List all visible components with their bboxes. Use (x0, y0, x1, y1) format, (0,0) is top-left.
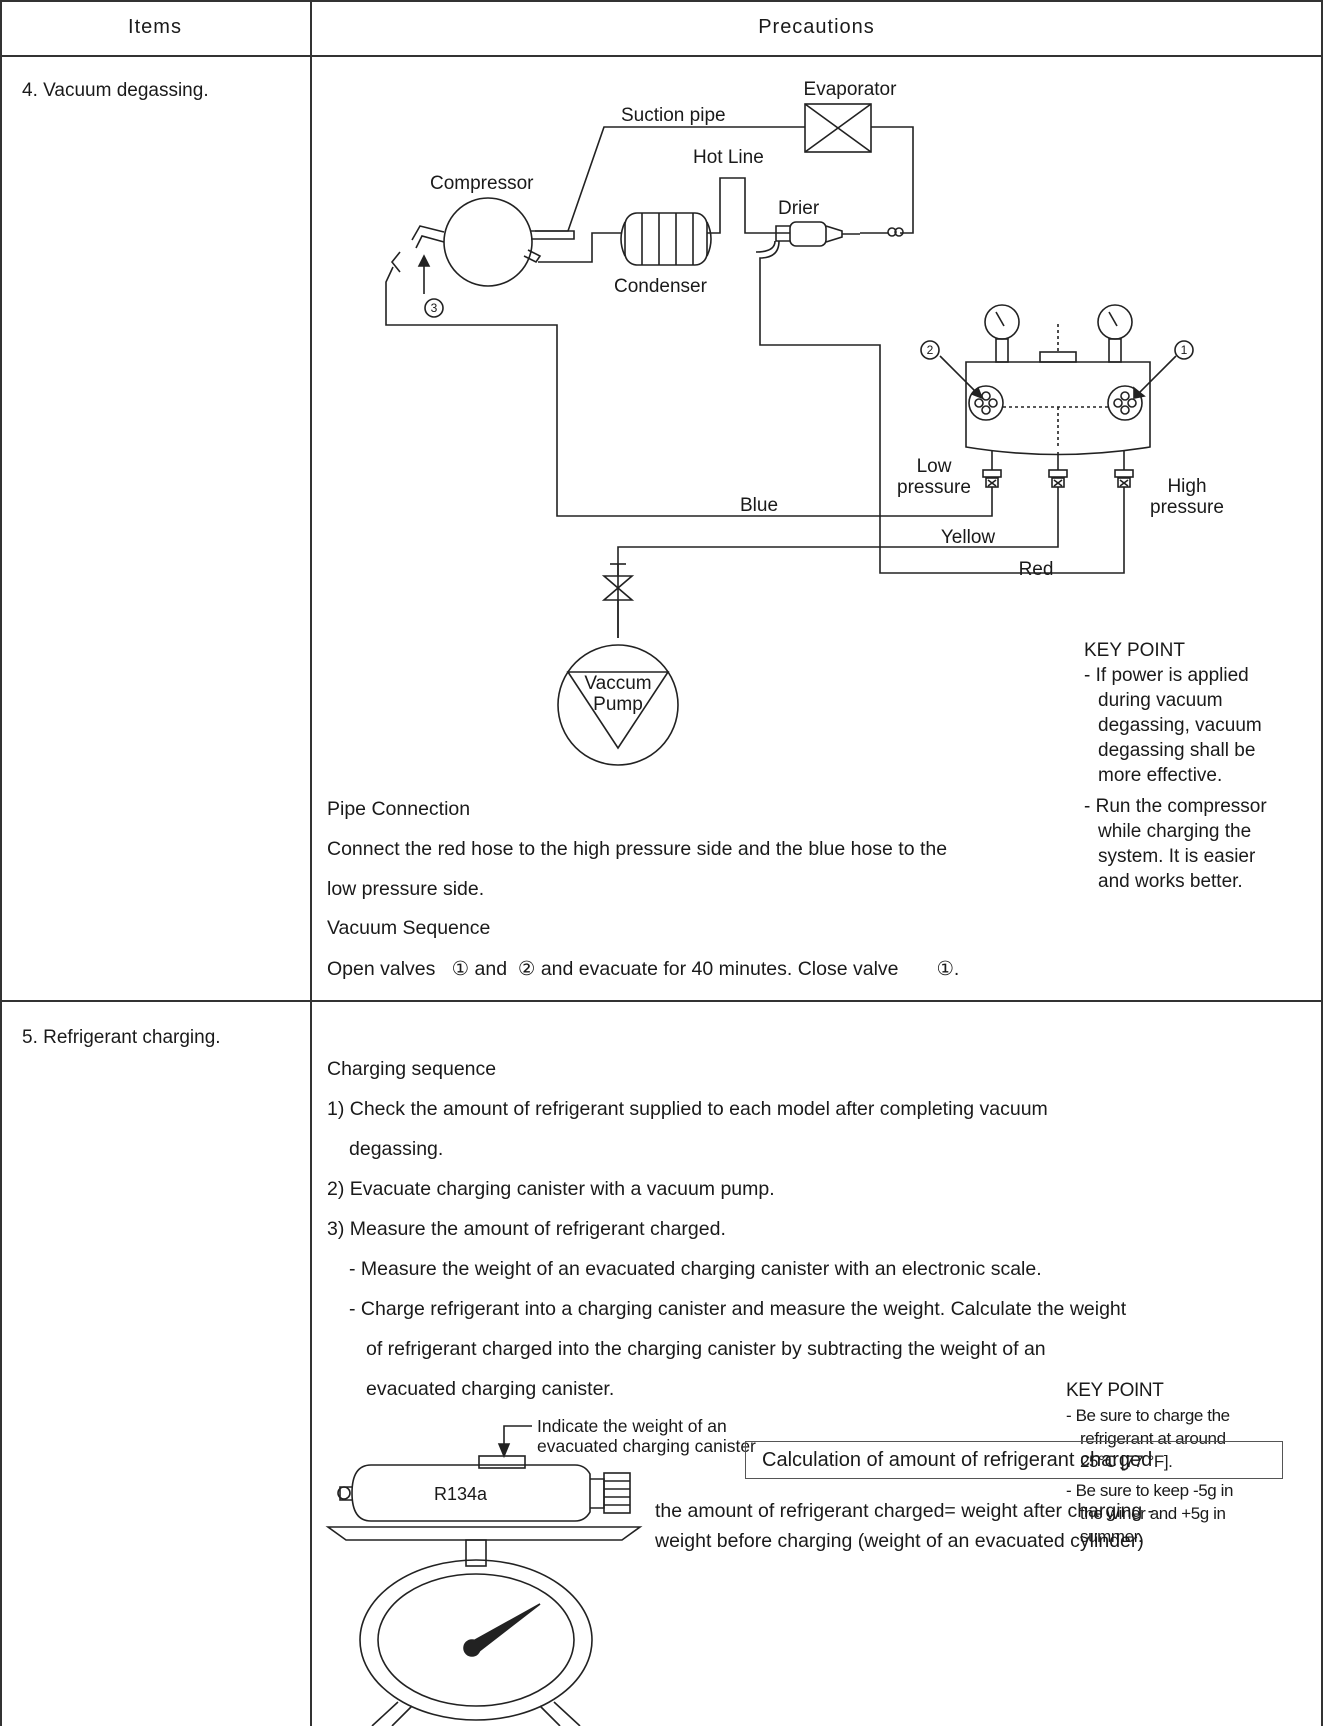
key-point-title: KEY POINT (1066, 1380, 1164, 1401)
vacuum-sequence-text: Open valves ① and ② and evacuate for 40 … (327, 958, 960, 980)
charging-step: evacuated charging canister. (366, 1378, 615, 1400)
vacuum-pump-label-2: Pump (593, 694, 643, 715)
key-point-line: the winer and +5g in (1080, 1504, 1226, 1523)
manifold-gauge-symbol (920, 304, 1194, 488)
condenser-label: Condenser (614, 276, 708, 297)
table-row-divider (0, 1000, 1323, 1002)
key-point-title: KEY POINT (1084, 640, 1186, 661)
charging-step: 1) Check the amount of refrigerant suppl… (327, 1098, 1048, 1120)
red-hose-label: Red (1019, 559, 1054, 580)
key-point-line: while charging the (1098, 821, 1252, 842)
key-point-line: - Be sure to keep -5g in (1066, 1481, 1234, 1500)
header-precautions: Precautions (758, 16, 875, 38)
table-border-right (1321, 0, 1323, 1726)
marker-2 (920, 340, 940, 360)
suction-pipe-label: Suction pipe (621, 105, 726, 126)
charging-canister-symbol (337, 1455, 631, 1522)
calculation-title: Calculation of amount of refrigerant cha… (762, 1448, 1153, 1471)
key-point-line: more effective. (1098, 765, 1223, 786)
drier-label: Drier (778, 198, 820, 219)
blue-hose-label: Blue (740, 495, 778, 516)
hot-line (707, 177, 790, 234)
key-point-line: during vacuum (1098, 690, 1223, 711)
key-point-line: system. It is easier (1098, 846, 1256, 867)
section4-key-point: KEY POINT - If power is applied during v… (1084, 638, 1267, 894)
table-column-divider (310, 0, 312, 1726)
vacuum-sequence-title: Vacuum Sequence (327, 917, 491, 939)
header-items: Items (128, 16, 182, 38)
pipe-connection-line: Connect the red hose to the high pressur… (327, 838, 948, 860)
yellow-hose-label: Yellow (941, 527, 996, 548)
key-point-line: - If power is applied (1084, 665, 1249, 686)
key-point-line: degassing shall be (1098, 740, 1256, 761)
marker-3 (424, 298, 444, 318)
charging-step: 2) Evacuate charging canister with a vac… (327, 1178, 775, 1200)
high-pressure-label-1: High (1167, 476, 1206, 497)
condenser-symbol (620, 212, 712, 266)
charging-step: - Charge refrigerant into a charging can… (349, 1298, 1127, 1320)
formula-line: weight before charging (weight of an eva… (655, 1530, 1144, 1552)
red-hose (759, 290, 1125, 574)
table-header-divider (0, 55, 1323, 57)
marker-2-label: 2 (927, 343, 934, 357)
formula-line: the amount of refrigerant charged= weigh… (655, 1500, 1155, 1522)
vacuum-valve-symbol (601, 575, 635, 601)
compressor-label: Compressor (430, 173, 534, 194)
key-point-line: - Run the compressor (1084, 796, 1267, 817)
charging-scale-diagram: Indicate the weight of an evacuated char… (325, 1416, 756, 1726)
charging-step: degassing. (349, 1138, 444, 1160)
marker-3-label: 3 (431, 301, 438, 315)
table-border-top (0, 0, 1323, 2)
blue-hose (385, 266, 993, 517)
item-refrigerant-charging: 5. Refrigerant charging. (22, 1027, 221, 1048)
vacuum-degassing-diagram: Evaporator Suction pipe Hot Line Compres… (385, 79, 1224, 766)
charging-sequence-title: Charging sequence (327, 1058, 497, 1080)
pipe-connection-line: low pressure side. (327, 878, 485, 900)
key-point-line: refrigerant at around (1080, 1429, 1226, 1448)
key-point-line: 25°C [77 °F]. (1080, 1452, 1173, 1471)
low-pressure-label-1: Low (917, 456, 952, 477)
canister-label: R134a (434, 1484, 488, 1504)
charging-step: of refrigerant charged into the charging… (366, 1338, 1046, 1360)
key-point-line: - Be sure to charge the (1066, 1406, 1230, 1425)
key-point-line: degassing, vacuum (1098, 715, 1262, 736)
pipe-connection-title: Pipe Connection (327, 798, 471, 820)
key-point-line: summer. (1080, 1527, 1143, 1546)
hot-line-label: Hot Line (693, 147, 764, 168)
marker-1 (1174, 340, 1194, 360)
suction-pipe (535, 126, 805, 232)
low-pressure-label-2: pressure (897, 477, 971, 498)
indicate-label-2: evacuated charging canister (537, 1436, 756, 1456)
table-border-left (0, 0, 2, 1726)
item-vacuum-degassing: 4. Vacuum degassing. (22, 80, 209, 101)
evaporator-symbol (804, 103, 872, 153)
key-point-line: and works better. (1098, 871, 1243, 892)
scale-platform-symbol (325, 1526, 643, 1541)
charging-step: - Measure the weight of an evacuated cha… (349, 1258, 1042, 1280)
drier-symbol (755, 221, 860, 290)
marker-1-label: 1 (1181, 343, 1188, 357)
evaporator-label: Evaporator (804, 79, 898, 100)
indicate-label-1: Indicate the weight of an (537, 1416, 727, 1436)
section5-key-point: KEY POINT - Be sure to charge the refrig… (1066, 1379, 1234, 1548)
vacuum-pump-label-1: Vaccum (584, 673, 651, 694)
high-pressure-label-2: pressure (1150, 497, 1224, 518)
scale-dial-symbol (359, 1559, 593, 1721)
compressor-symbol (443, 197, 533, 287)
calculation-box: Calculation of amount of refrigerant cha… (745, 1441, 1283, 1479)
vacuum-pump-symbol (557, 644, 679, 766)
charging-step: 3) Measure the amount of refrigerant cha… (327, 1218, 726, 1240)
yellow-hose (617, 487, 1059, 638)
